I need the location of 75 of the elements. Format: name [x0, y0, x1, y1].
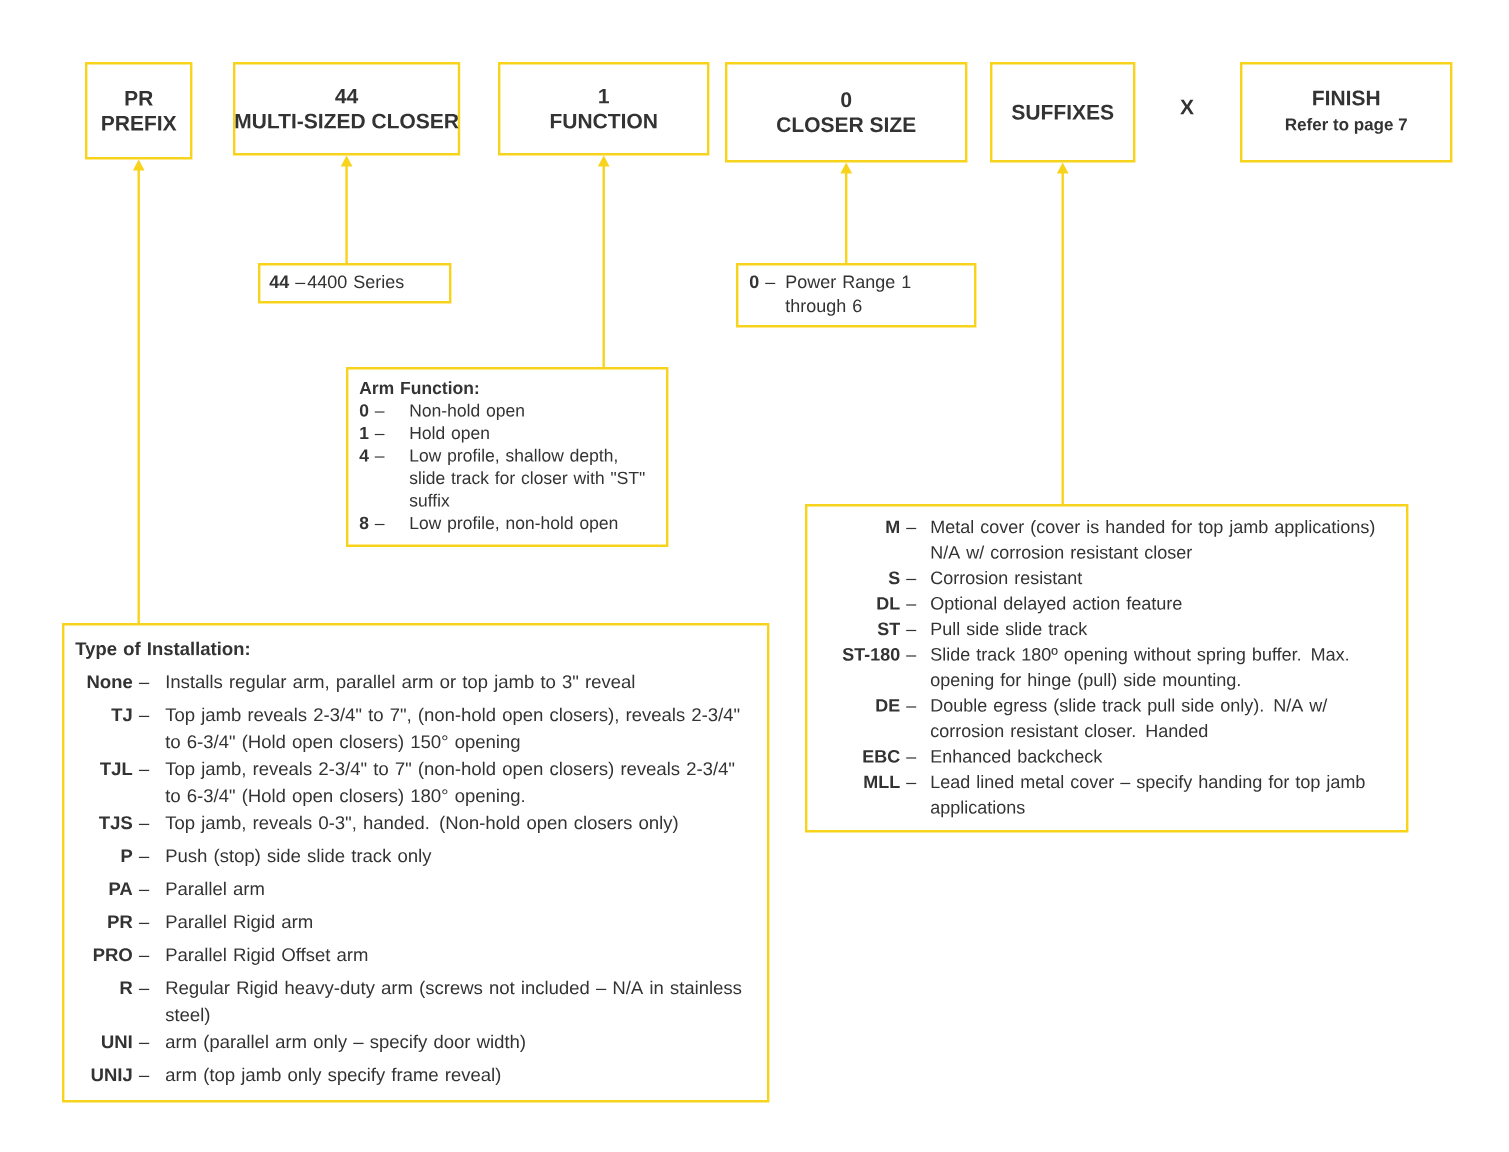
code-label: 8 – — [359, 516, 385, 530]
definition-text: Regular Rigid heavy-duty arm (screws not included – N/A in stainless steel) — [165, 980, 742, 1025]
code-label: 44 – — [269, 275, 306, 288]
definition-text: Top jamb, reveals 2-3/4" to 7" (non-hold open closers) reveals 2-3/4" to 6-3/4" (Hold open closers) 180° opening. — [165, 761, 735, 806]
definition-box — [62, 623, 770, 1103]
definition-text: Push (stop) side slide track only — [166, 848, 432, 866]
code-label: MLL – — [864, 775, 917, 789]
definition-box — [805, 504, 1409, 833]
code-text: 0 — [841, 92, 852, 108]
code-label: P – — [121, 849, 150, 863]
definition-text: Lead lined metal cover – specify handing for top jamb applications — [931, 775, 1365, 818]
definition-text: Slide track 180º opening without spring buffer. Max. opening for hinge (pull) side mounting. — [930, 647, 1348, 690]
definition-text: Power Range 1 through 6 — [785, 275, 911, 316]
code-label: PRO – — [93, 948, 150, 962]
definition-text: Corrosion resistant — [931, 571, 1083, 585]
definition-text: Enhanced backcheck — [931, 749, 1103, 763]
code-label: M – — [886, 520, 917, 534]
code-box — [1240, 62, 1453, 163]
definition-text: Installs regular arm, parallel arm or top jamb to 3" reveal — [166, 674, 635, 692]
code-label: TJS – — [99, 816, 150, 830]
code-label: EBC – — [863, 750, 917, 763]
definition-text: arm (parallel arm only – specify door width) — [166, 1034, 525, 1052]
code-label: TJL – — [100, 762, 150, 776]
code-box — [85, 62, 193, 160]
code-label: UNIJ – — [91, 1068, 150, 1082]
code-text: 1 — [599, 88, 609, 104]
code-text: SUFFIXES — [1012, 104, 1114, 120]
code-box — [725, 62, 968, 163]
code-box — [990, 62, 1136, 163]
definition-text: Parallel Rigid Offset arm — [166, 947, 368, 965]
code-label: 1 – — [360, 426, 385, 439]
definition-text: 4400 Series — [307, 274, 404, 289]
definition-text: Metal cover (cover is handed for top jamb applications) N/A w/ corrosion resistant closer — [931, 520, 1375, 559]
code-text: CLOSER SIZE — [777, 117, 916, 133]
code-label: PR – — [108, 915, 150, 929]
code-box — [233, 62, 461, 156]
code-text: 44 — [335, 88, 359, 104]
code-label: UNI – — [102, 1035, 150, 1049]
code-label: R – — [120, 981, 150, 995]
box-heading: Type of Installation: — [75, 641, 249, 659]
code-text: PR — [125, 91, 153, 106]
code-text: MULTI-SIZED CLOSER — [235, 113, 459, 129]
definition-text: Hold open — [410, 426, 489, 443]
code-text: FINISH — [1313, 90, 1380, 106]
code-label: TJ – — [111, 708, 150, 722]
code-label: S – — [888, 571, 917, 585]
definition-box — [736, 263, 977, 328]
box-heading: Arm Function: — [359, 381, 479, 395]
definition-text: Top jamb reveals 2-3/4" to 7", (non-hold open closers), reveals 2-3/4" to 6-3/4" (Hold open closers) 150° opening — [165, 707, 740, 752]
code-label: ST – — [877, 622, 917, 636]
code-label: DE – — [876, 699, 917, 712]
code-label: ST-180 – — [842, 648, 917, 661]
definition-text: Optional delayed action feature — [931, 596, 1182, 614]
definition-box — [346, 367, 669, 547]
definition-text: arm (top jamb only specify frame reveal) — [166, 1067, 501, 1085]
definition-box — [258, 263, 452, 304]
code-text: Refer to page 7 — [1285, 117, 1407, 134]
code-label: None – — [87, 675, 150, 689]
definition-text: Non-hold open — [410, 403, 524, 421]
definition-text: Double egress (slide track pull side only). N/A w/ corrosion resistant closer. Handed — [931, 698, 1328, 738]
code-label: 0 – — [749, 275, 776, 289]
definition-text: Top jamb, reveals 0-3", handed. (Non-hold open closers only) — [165, 815, 678, 833]
code-text: FUNCTION — [550, 113, 657, 129]
definition-text: Low profile, shallow depth, slide track for closer with "ST" suffix — [409, 448, 645, 507]
code-label: 4 – — [359, 449, 385, 462]
definition-text: Pull side slide track — [931, 622, 1088, 636]
code-label: PA – — [109, 882, 150, 896]
definition-text: Parallel Rigid arm — [166, 914, 312, 932]
code-label: 0 – — [359, 404, 385, 417]
code-box — [498, 62, 710, 156]
definition-text: Low profile, non-hold open — [410, 516, 618, 533]
separator-letter: X — [1180, 99, 1194, 115]
code-text: PREFIX — [102, 116, 177, 131]
code-label: DL – — [877, 597, 917, 610]
definition-text: Parallel arm — [166, 881, 264, 896]
